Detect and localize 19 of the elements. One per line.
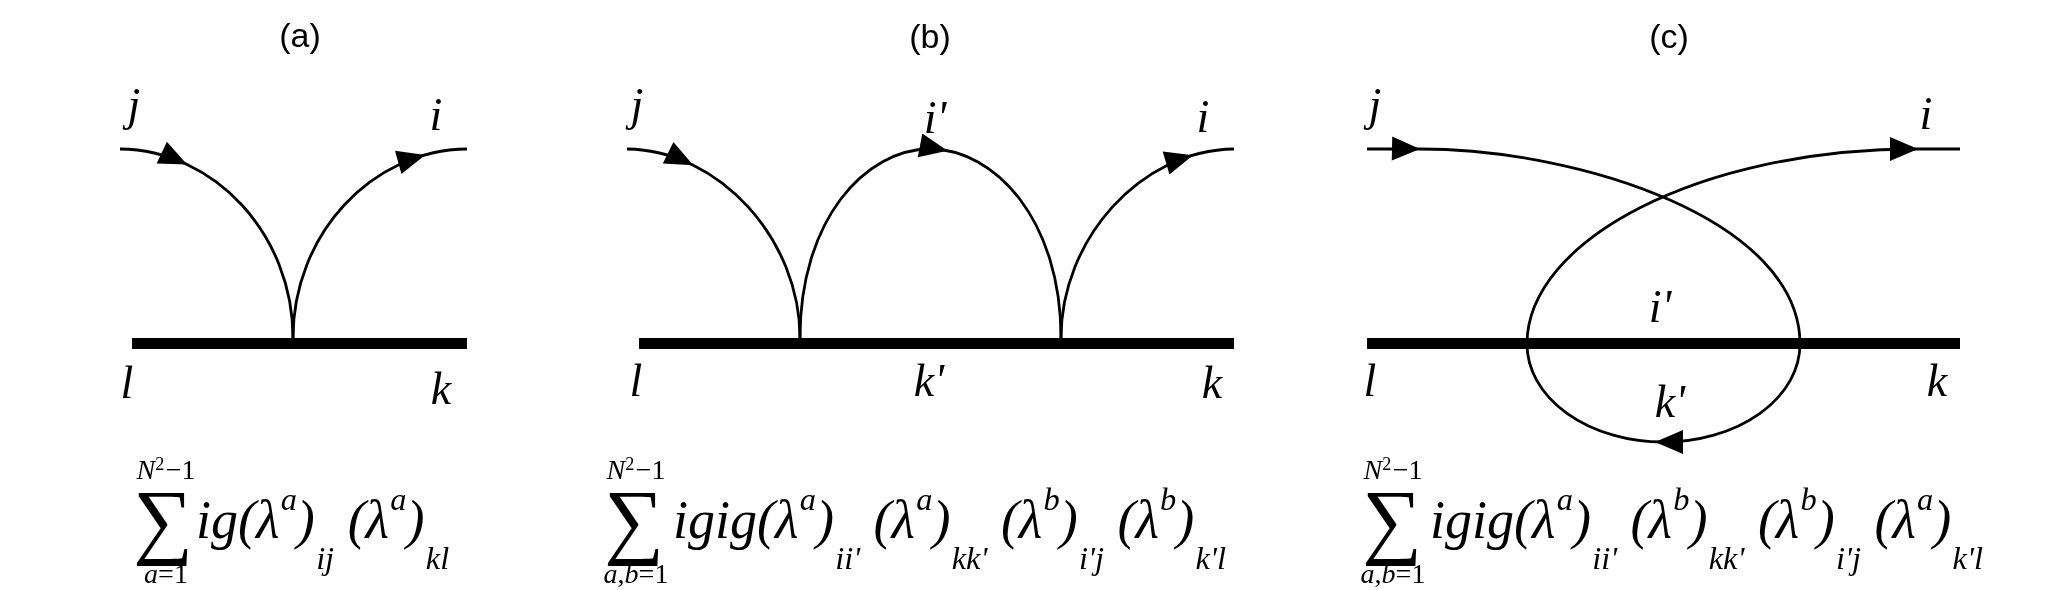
index-label: j <box>122 82 146 136</box>
panel-label: (a) <box>279 18 321 52</box>
index-label: j <box>625 82 649 136</box>
index-label: j <box>1363 82 1387 136</box>
index-label: i' <box>1647 284 1673 334</box>
index-label: k <box>429 366 453 416</box>
index-label: i <box>428 92 444 142</box>
index-label: l <box>1362 358 1378 408</box>
index-label: i' <box>922 95 948 145</box>
index-label: l <box>119 360 135 410</box>
index-label: k <box>1200 360 1224 410</box>
index-label: l <box>628 358 644 408</box>
panel-label: (c) <box>1649 19 1689 53</box>
panel-label: (b) <box>909 19 951 53</box>
index-label: k' <box>1653 379 1687 429</box>
index-label: i <box>1918 91 1934 141</box>
index-label: k' <box>912 358 946 408</box>
index-label: i <box>1195 94 1211 144</box>
index-label: k <box>1925 358 1949 408</box>
